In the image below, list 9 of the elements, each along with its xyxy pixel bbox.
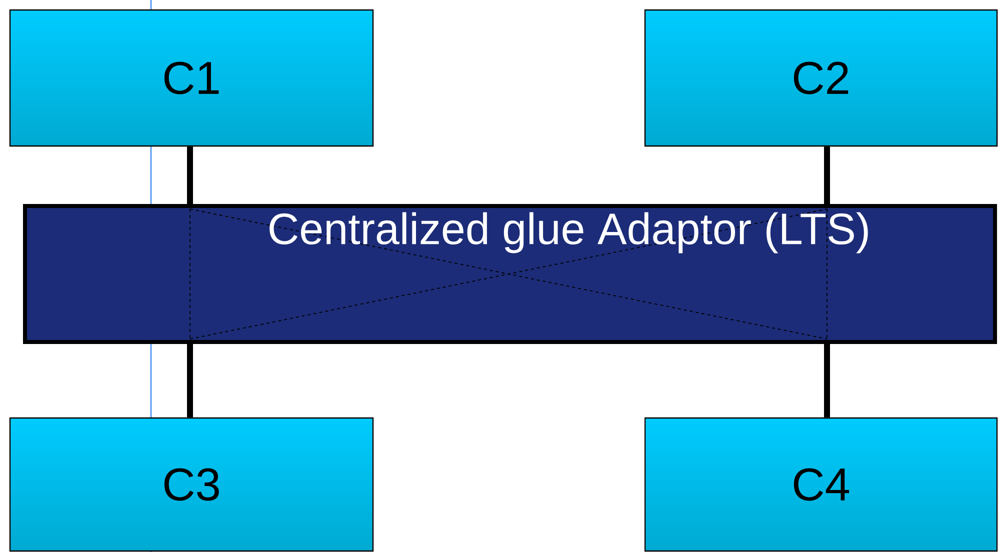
component-box: C2 <box>644 9 998 147</box>
component-box: C1 <box>9 9 374 147</box>
connector-line <box>187 344 193 418</box>
connector-line <box>824 344 830 418</box>
component-box: C4 <box>644 417 998 552</box>
connector-line <box>824 146 830 204</box>
connector-line <box>187 146 193 204</box>
adaptor-bar: Centralized glue Adaptor (LTS) <box>23 204 998 344</box>
component-box: C3 <box>9 417 374 552</box>
